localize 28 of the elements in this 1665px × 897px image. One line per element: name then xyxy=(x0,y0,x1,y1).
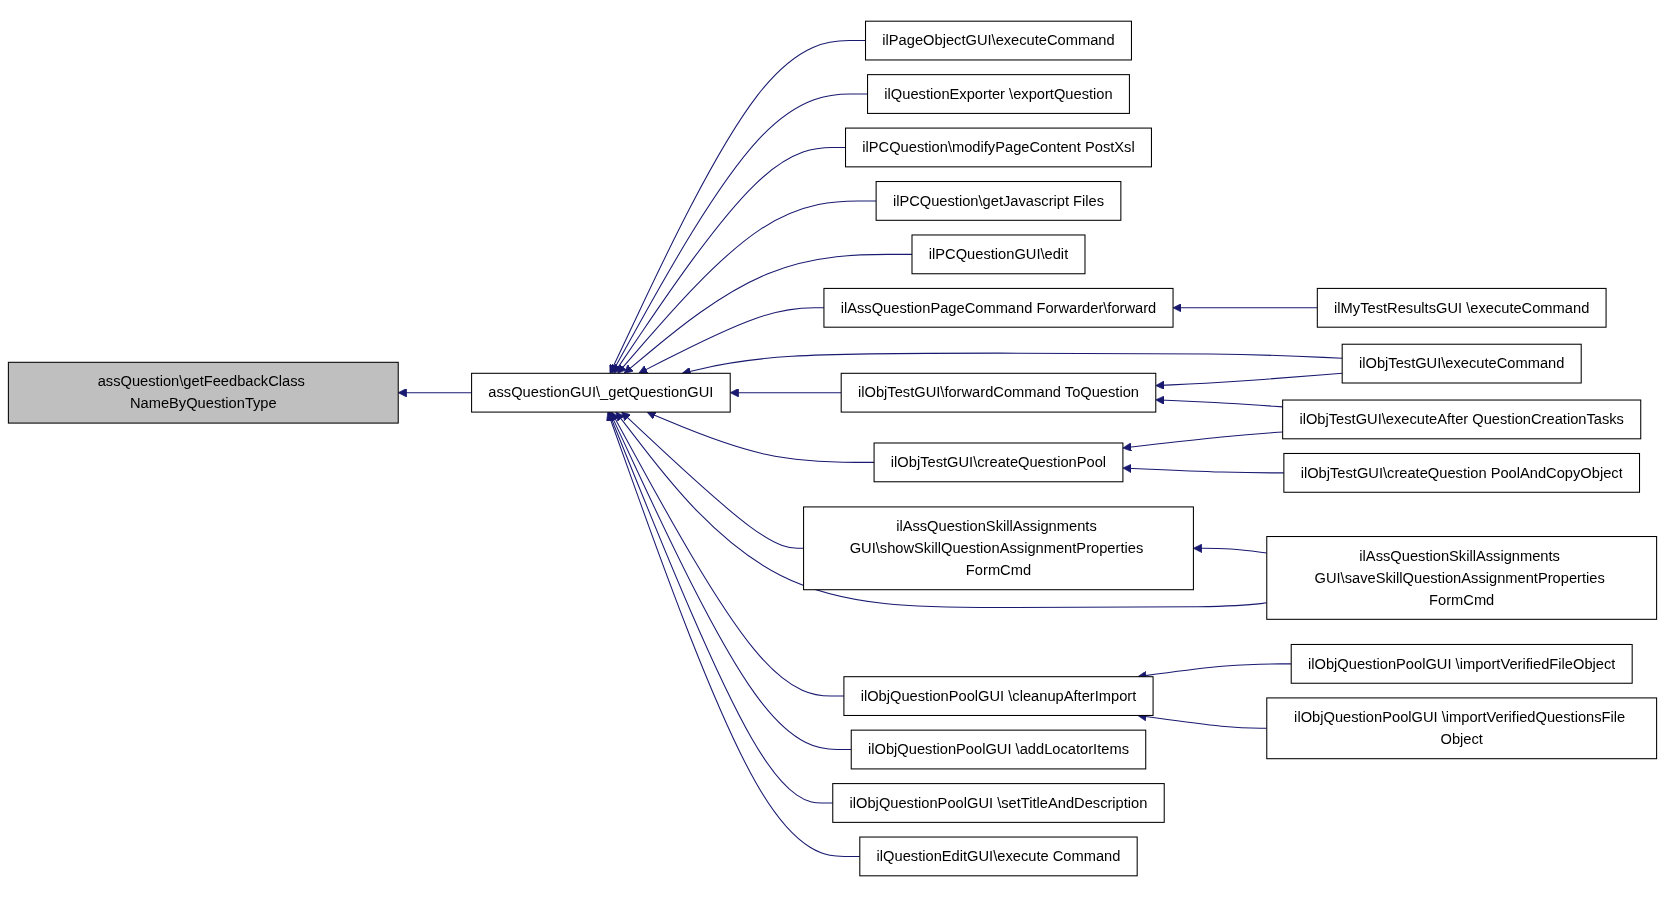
arrow xyxy=(646,411,875,463)
node-box: ilObjQuestionPoolGUI \addLocatorItems xyxy=(850,729,1147,770)
node-box: ilPCQuestionGUI\edit xyxy=(911,234,1086,275)
node-box: ilAssQuestionSkillAssignments GUI\showSkillQuestionAssignmentProperties FormCmd xyxy=(803,506,1194,591)
arrow xyxy=(609,40,867,374)
arrow xyxy=(1155,372,1343,390)
node-box: ilObjTestGUI\executeAfter QuestionCreationTasks xyxy=(1282,399,1642,440)
node-box: ilAssQuestionPageCommand Forwarder\forward xyxy=(823,287,1174,328)
node-box: assQuestionGUI\_getQuestionGUI xyxy=(471,372,731,413)
node-box: ilPageObjectGUI\executeCommand xyxy=(865,20,1132,61)
arrow xyxy=(617,200,877,374)
node-box: ilPCQuestion\modifyPageContent PostXsl xyxy=(845,127,1152,168)
node-box: ilObjTestGUI\createQuestionPool xyxy=(873,442,1124,483)
node-box: ilObjTestGUI\executeCommand xyxy=(1341,343,1582,384)
node-box: ilObjQuestionPoolGUI \cleanupAfterImport xyxy=(843,676,1154,716)
node-box: ilQuestionEditGUI\execute Command xyxy=(859,836,1138,877)
node-box: ilAssQuestionSkillAssignments GUI\saveSkillQuestionAssignmentProperties FormCmd xyxy=(1266,536,1658,620)
arrow xyxy=(609,411,852,751)
node-box: assQuestion\getFeedbackClass NameByQuestionType xyxy=(7,361,399,424)
node-box: ilObjQuestionPoolGUI \importVerifiedFileObject xyxy=(1290,643,1633,684)
node-box: ilObjQuestionPoolGUI \importVerifiedQuestionsFile Object xyxy=(1266,697,1658,760)
arrow xyxy=(623,253,913,374)
node-box: ilPCQuestion\getJavascript Files xyxy=(875,181,1122,221)
node-box: ilObjTestGUI\forwardCommand ToQuestion xyxy=(840,372,1157,413)
node-box: ilQuestionExporter \exportQuestion xyxy=(867,74,1130,114)
node-box: ilMyTestResultsGUI \executeCommand xyxy=(1316,287,1607,328)
node-box: ilObjTestGUI\createQuestion PoolAndCopyObject xyxy=(1283,452,1641,493)
node-box: ilObjQuestionPoolGUI \setTitleAndDescription xyxy=(832,783,1165,823)
